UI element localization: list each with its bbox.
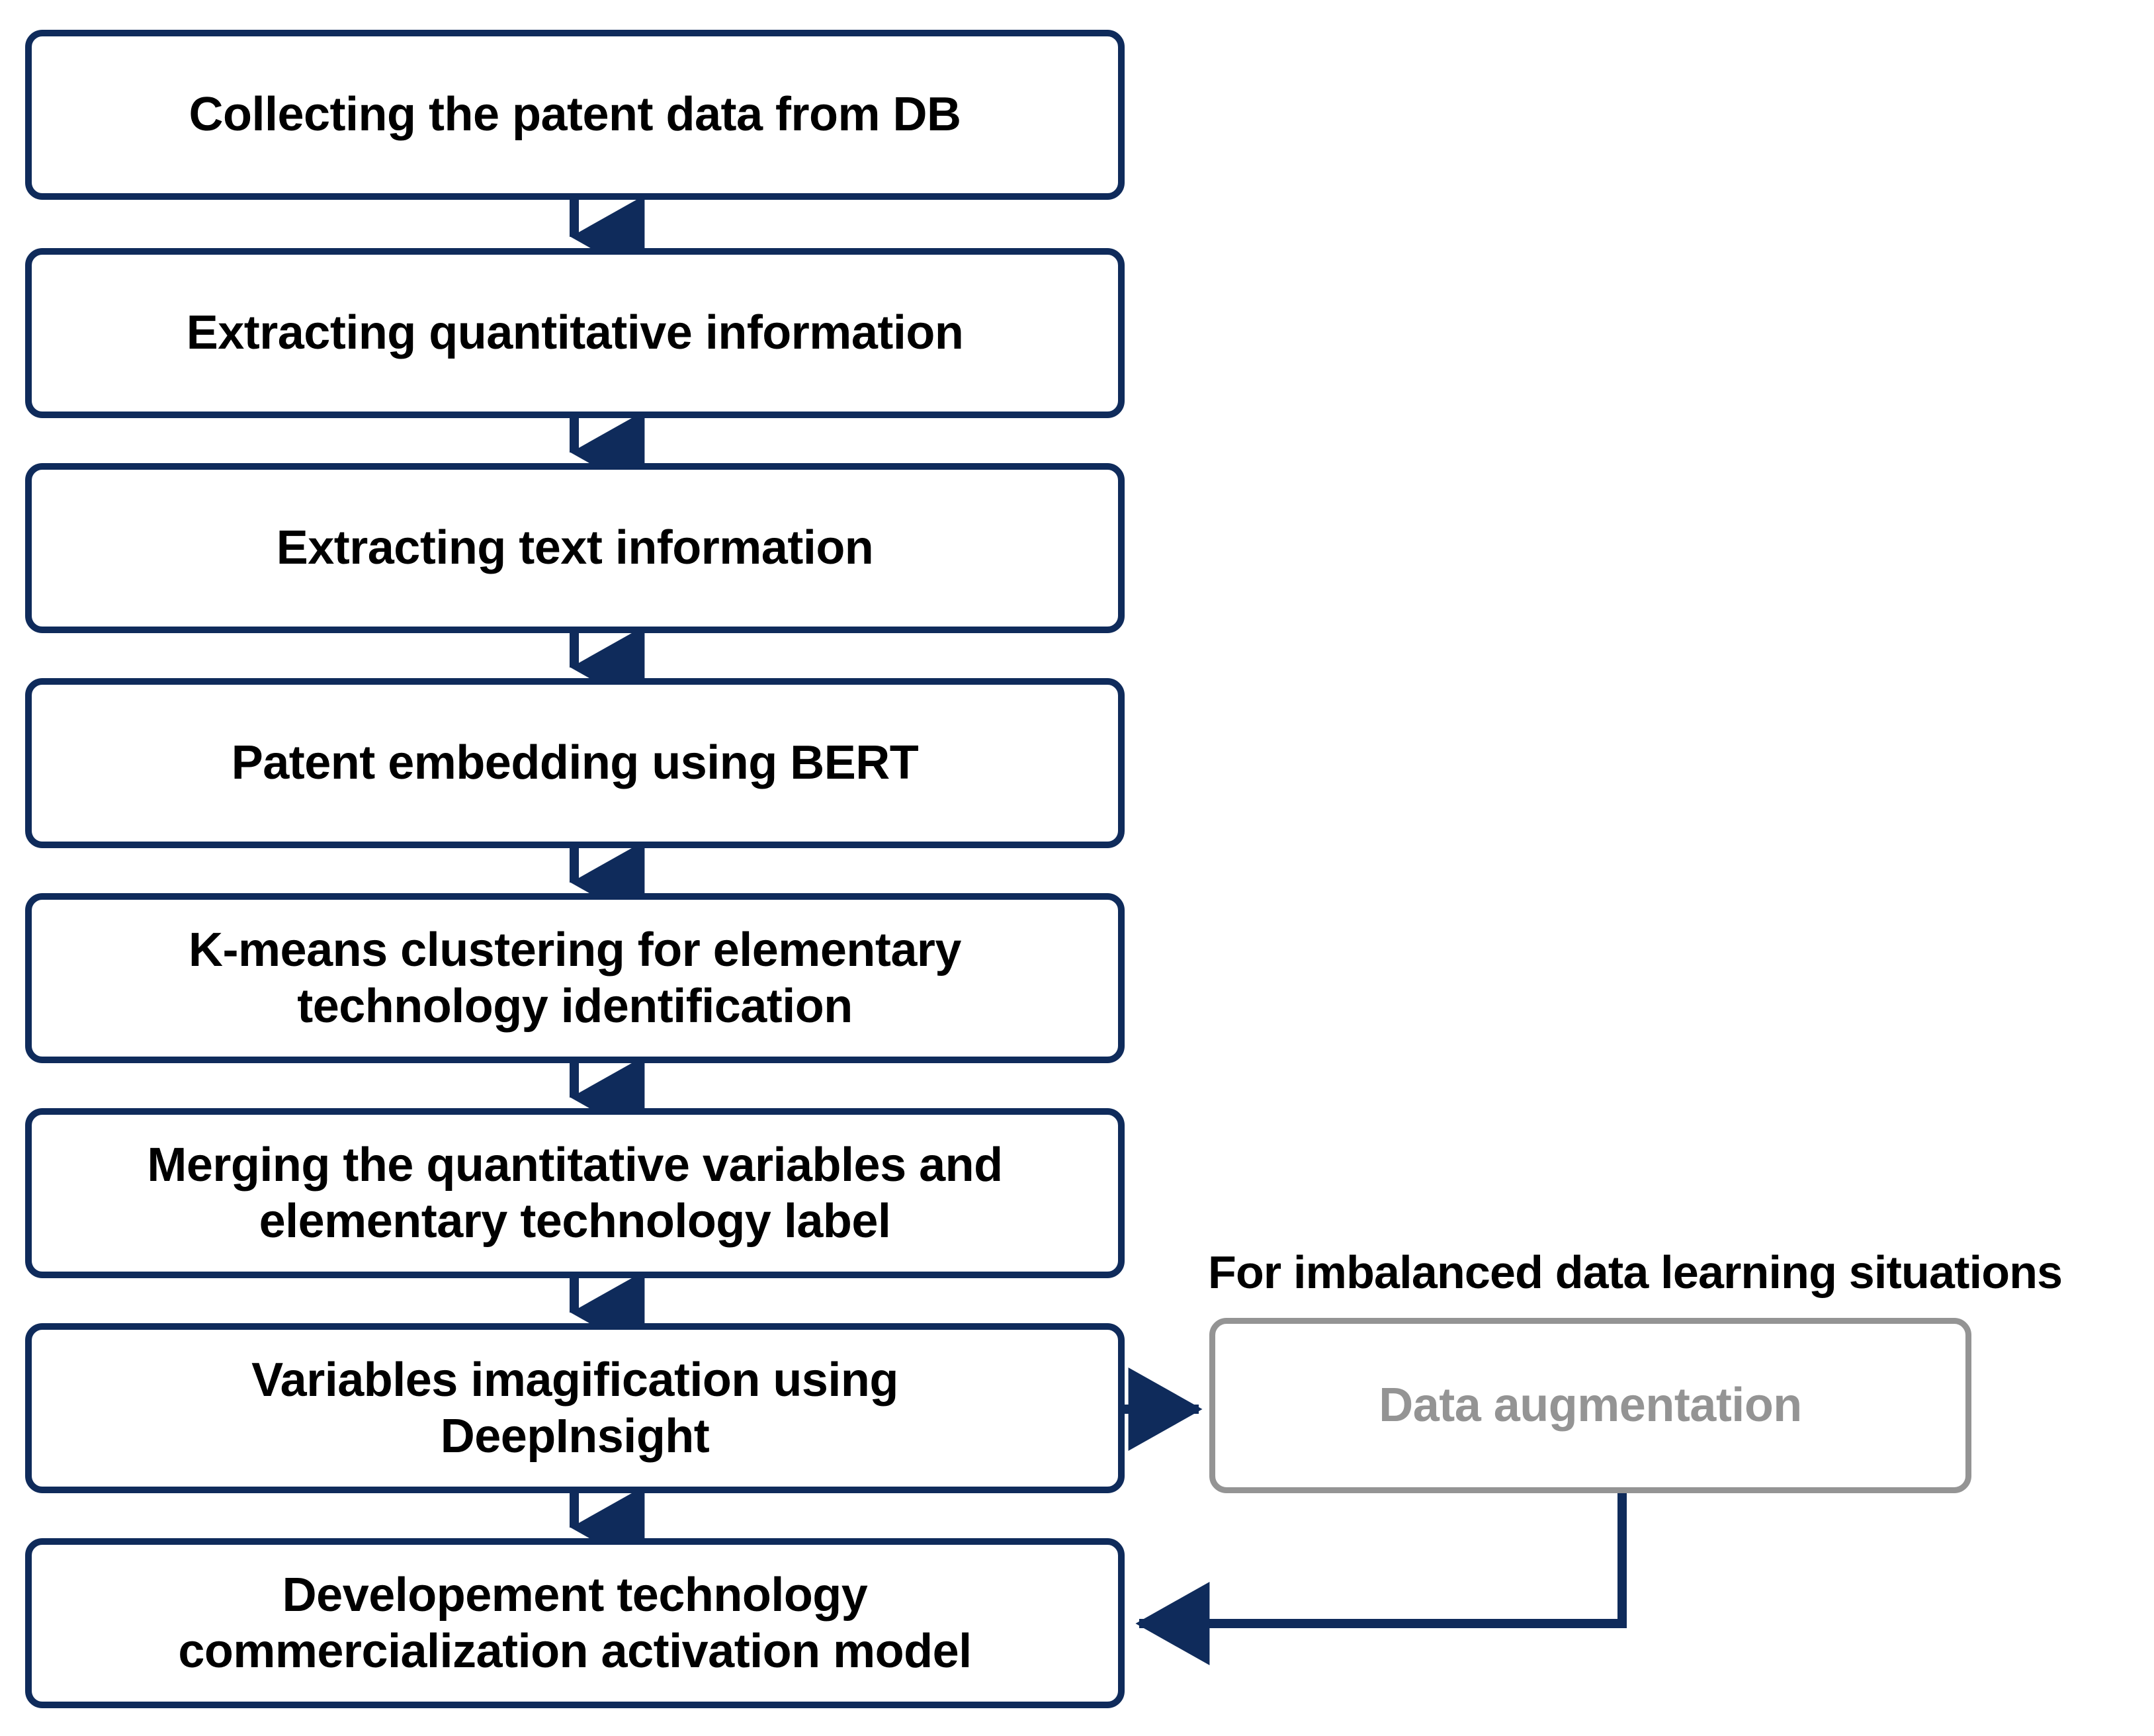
node-label: Extracting text information: [276, 521, 874, 575]
node-data-augmentation[interactable]: Data augmentation: [1209, 1318, 1971, 1493]
node-label: Patent embedding using BERT: [231, 736, 919, 790]
node-variables-imagification-deepinsight[interactable]: Variables imagification using DeepInsigh…: [25, 1323, 1125, 1493]
node-label: Data augmentation: [1379, 1379, 1802, 1432]
node-kmeans-clustering[interactable]: K-means clustering for elementary techno…: [25, 893, 1125, 1063]
node-label: Developement technology commercializatio…: [178, 1568, 972, 1678]
node-label: Merging the quantitative variables and e…: [147, 1138, 1003, 1248]
caption-imbalanced-data-note: For imbalanced data learning situations: [1208, 1246, 2063, 1298]
node-label: Extracting quantitative information: [186, 306, 964, 360]
node-patent-embedding-bert[interactable]: Patent embedding using BERT: [25, 678, 1125, 848]
node-extracting-quantitative-information[interactable]: Extracting quantitative information: [25, 248, 1125, 418]
node-label: K-means clustering for elementary techno…: [189, 923, 961, 1033]
node-collecting-patent-data[interactable]: Collecting the patent data from DB: [25, 30, 1125, 200]
node-label: Collecting the patent data from DB: [189, 88, 961, 142]
edge-augmentation-to-model: [1135, 1493, 1627, 1665]
node-merging-variables[interactable]: Merging the quantitative variables and e…: [25, 1108, 1125, 1278]
node-extracting-text-information[interactable]: Extracting text information: [25, 463, 1125, 633]
node-commercialization-activation-model[interactable]: Developement technology commercializatio…: [25, 1538, 1125, 1708]
node-label: Variables imagification using DeepInsigh…: [251, 1353, 898, 1463]
